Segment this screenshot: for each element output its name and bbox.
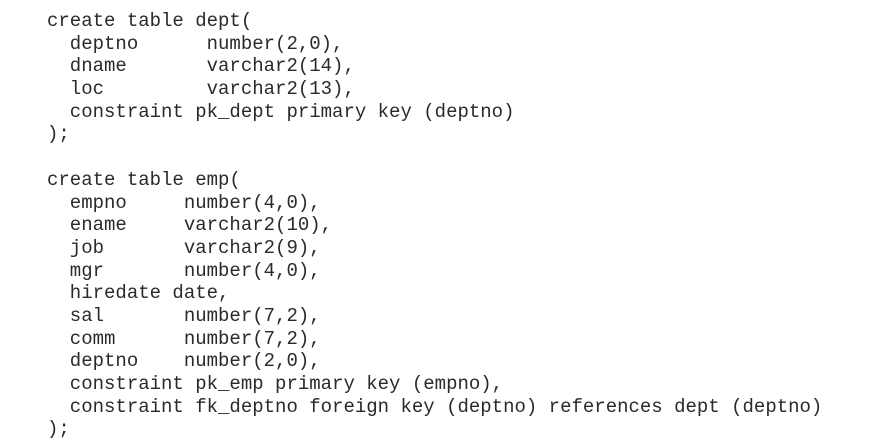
sql-code-block: create table dept( deptno number(2,0), d… [47,10,822,441]
code-line: constraint pk_dept primary key (deptno) [47,100,515,123]
code-line: ); [47,123,70,146]
code-line: empno number(4,0), [47,191,321,214]
code-line: constraint pk_emp primary key (empno), [47,373,504,395]
code-line: ename varchar2(10), [47,214,333,237]
code-line-blank [47,146,822,169]
code-line: dname varchar2(14), [47,55,355,78]
code-line: constraint fk_deptno foreign key (deptno… [47,395,823,418]
code-line: deptno number(2,0), [47,350,321,373]
code-line: ); [47,418,70,441]
code-line: job varchar2(9), [47,236,321,259]
code-line: comm number(7,2), [47,327,321,350]
code-line: hiredate date, [47,282,230,305]
code-line: loc varchar2(13), [47,78,355,101]
code-line: create table dept( [47,10,253,32]
code-line: deptno number(2,0), [47,32,344,55]
code-line: sal number(7,2), [47,304,321,327]
code-line: create table emp( [47,168,241,191]
code-line: mgr number(4,0), [47,259,321,282]
